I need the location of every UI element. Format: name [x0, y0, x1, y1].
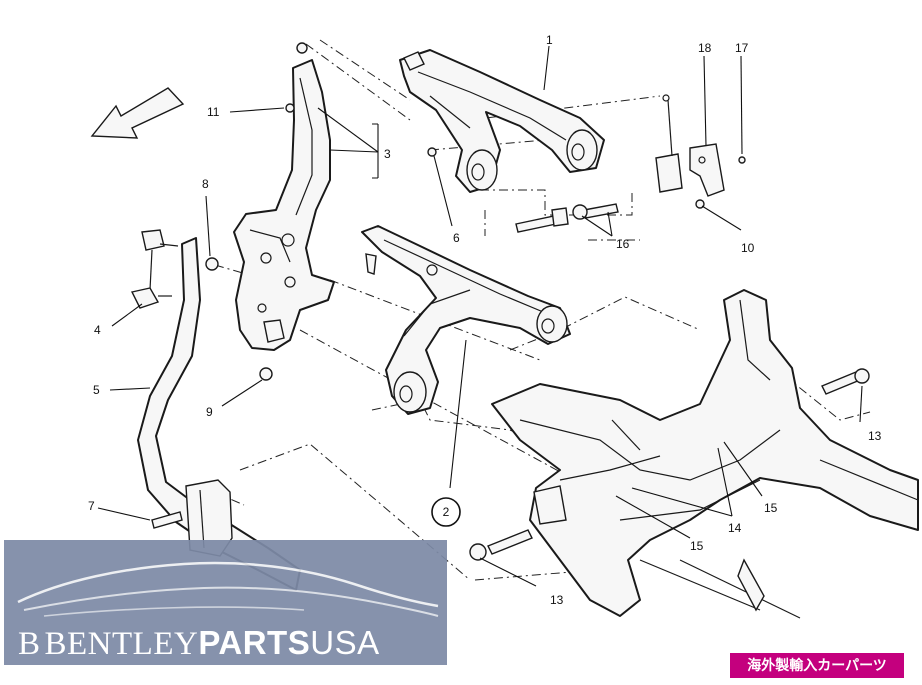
leader-lines [97, 45, 863, 587]
callout-15b: 15 [690, 539, 704, 553]
callout-1: 1 [546, 33, 553, 47]
car-silhouette-logo [17, 561, 439, 617]
callout-2-circle [431, 497, 461, 527]
lower-control-arm [361, 225, 571, 415]
callout-17: 17 [735, 41, 749, 55]
callout-5: 5 [93, 383, 100, 397]
watermark-brand-suffix: USA [310, 624, 380, 661]
callout-4: 4 [94, 323, 101, 337]
stabilizer-bar [137, 237, 301, 591]
callout-15a: 15 [764, 501, 778, 515]
callout-2: 2 [443, 505, 450, 519]
import-parts-badge: 海外製輸入カーパーツ [730, 653, 904, 678]
subframe [491, 289, 919, 619]
callout-10: 10 [741, 241, 755, 255]
callout-11: 11 [207, 105, 220, 119]
callout-7: 7 [88, 499, 95, 513]
callout-9: 9 [206, 405, 213, 419]
callout-13a: 13 [868, 429, 882, 443]
watermark-brand-bold: PARTS [198, 624, 311, 661]
watermark-brand-serif: BENTLEY [44, 626, 199, 662]
stabilizer-link [130, 229, 179, 309]
callout-16: 16 [616, 237, 630, 251]
steering-knuckle [233, 42, 335, 351]
callout-13b: 13 [550, 593, 564, 607]
watermark-glyph: B [18, 626, 41, 662]
callout-3: 3 [384, 147, 391, 161]
callout-8: 8 [202, 177, 209, 191]
arrow-icon [90, 87, 185, 139]
height-sensor [655, 94, 725, 197]
callout-14: 14 [728, 521, 742, 535]
callout-labels: 1 2 3 4 5 6 7 8 9 10 11 13 13 14 15 15 1… [88, 33, 882, 607]
upper-control-arm [399, 49, 605, 193]
callout-18: 18 [698, 41, 712, 55]
callout-6: 6 [453, 231, 460, 245]
